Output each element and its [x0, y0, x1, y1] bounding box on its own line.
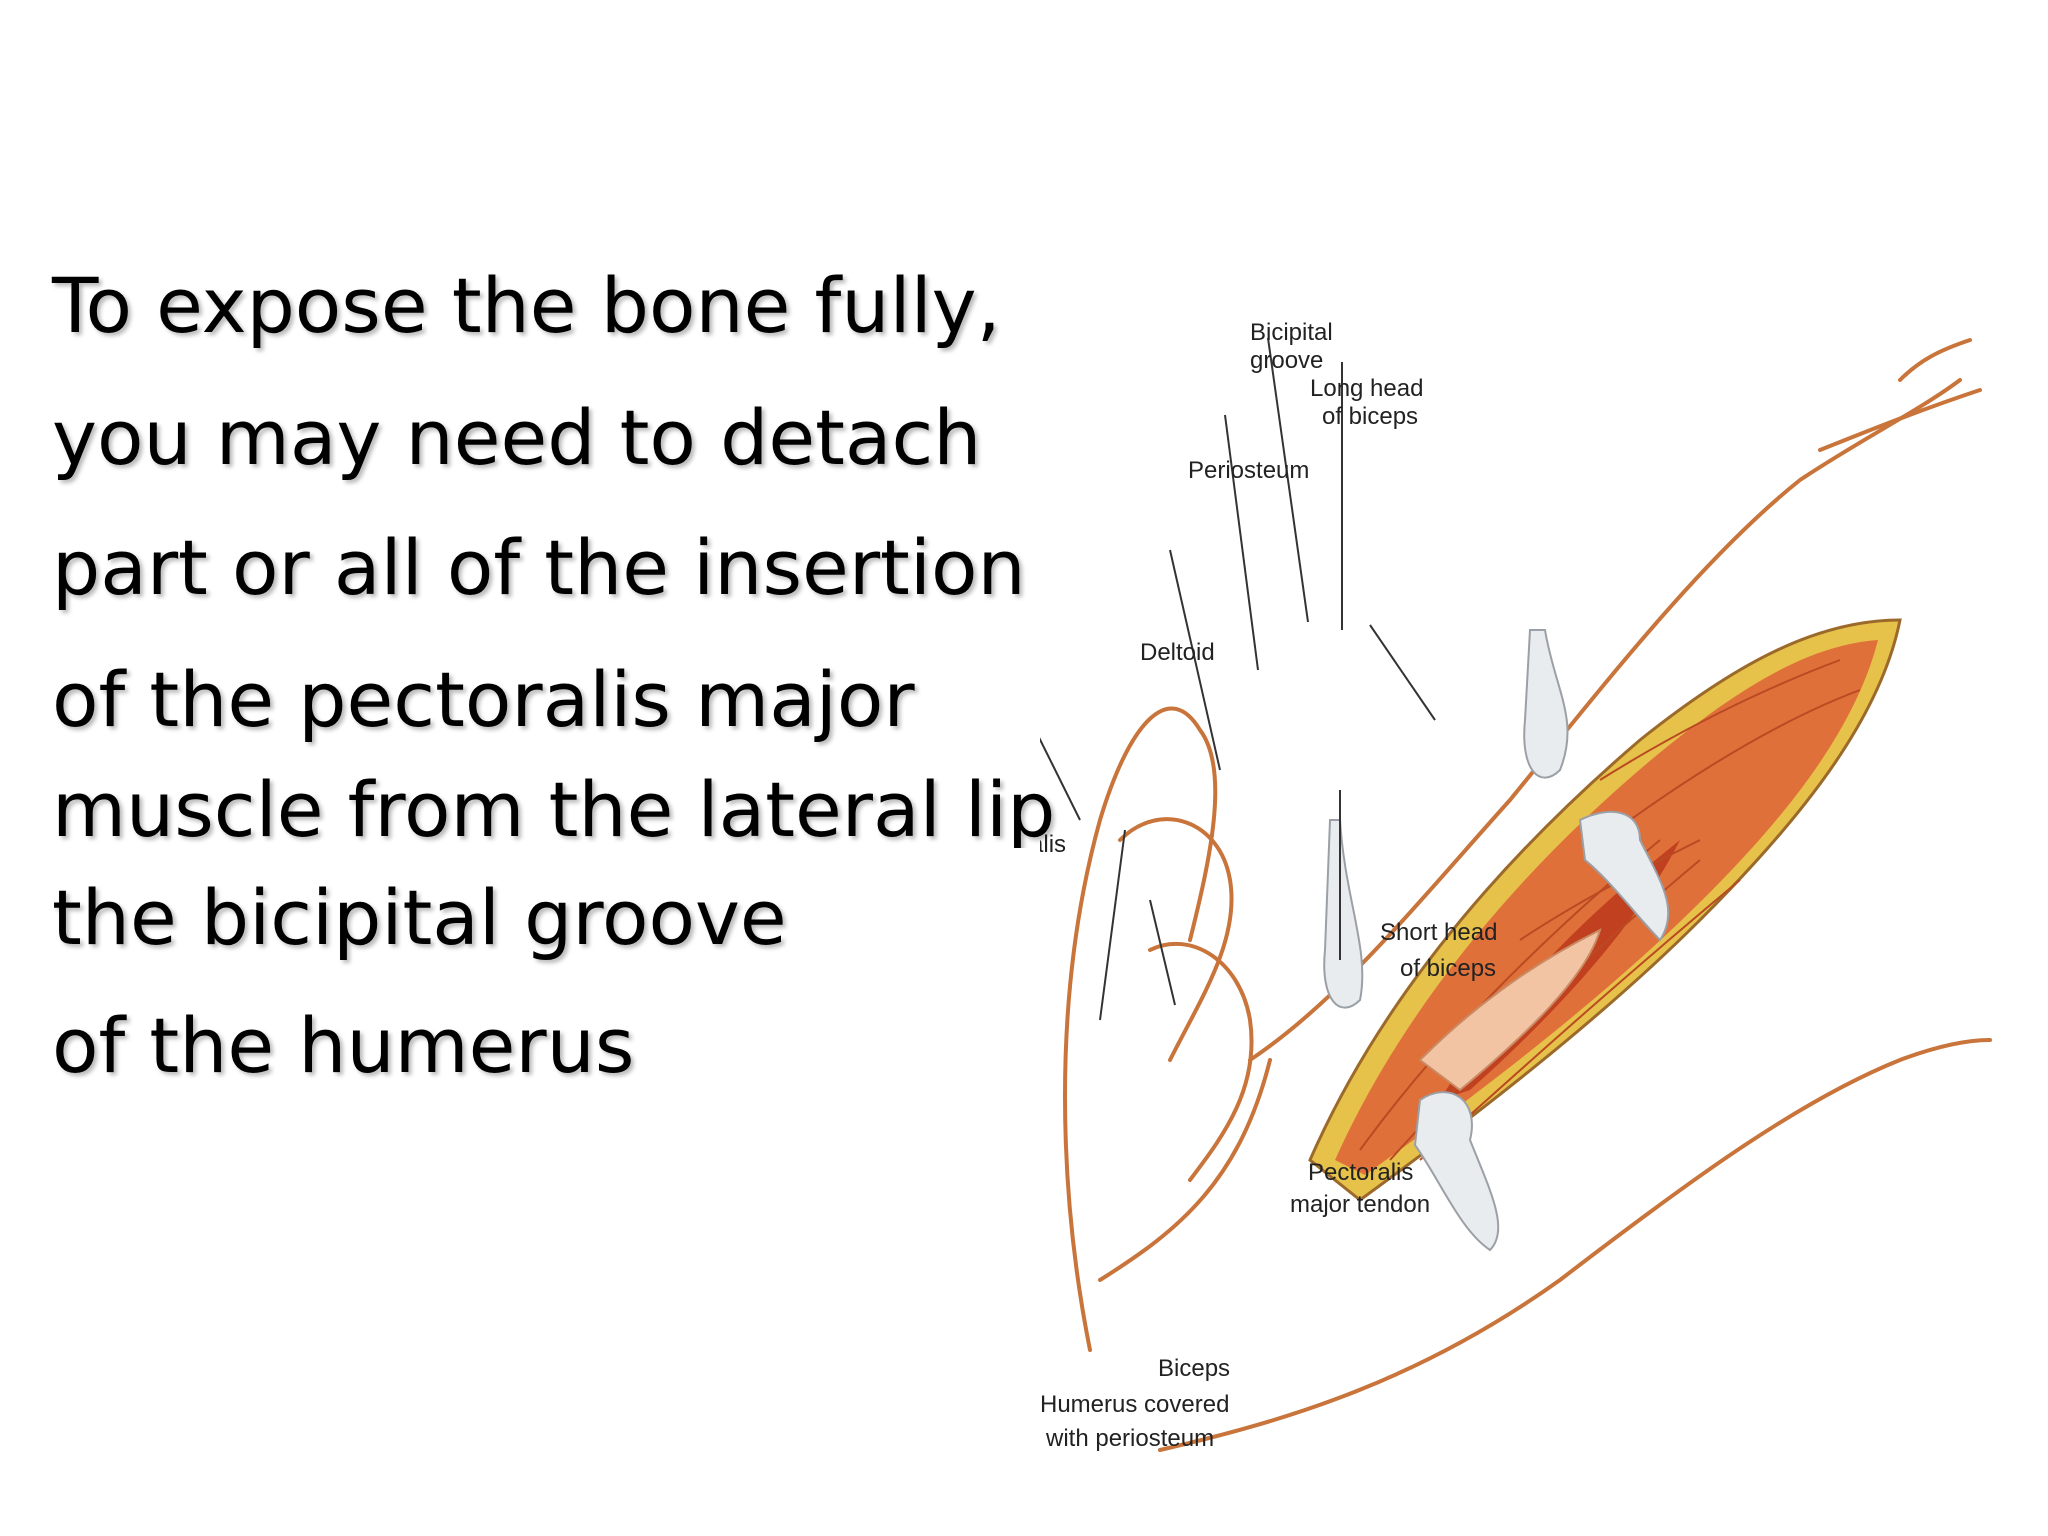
label-humerus-1: Humerus covered — [1040, 1391, 1229, 1418]
label-bicipital-groove-2: groove — [1250, 347, 1323, 374]
leader-lines — [1040, 337, 1436, 1021]
text-line-1: To expose the bone fully, — [52, 261, 1001, 350]
label-short-head-1: Short head — [1380, 919, 1497, 946]
text-line-3: part or all of the insertion — [52, 523, 1026, 612]
label-short-head-2: of biceps — [1400, 955, 1496, 982]
label-pectoralis-1: Pectoralis — [1308, 1159, 1413, 1186]
label-deltoid: Deltoid — [1140, 639, 1215, 666]
text-line-4: of the pectoralis major — [52, 655, 915, 744]
label-brachialis: Brachialis — [1040, 831, 1066, 858]
retractors — [1323, 629, 1670, 1252]
arm-skin-outline — [1063, 338, 1992, 1452]
label-humerus-2: with periosteum — [1045, 1425, 1214, 1452]
humerus-bone — [1418, 928, 1602, 1092]
label-long-head-1: Long head — [1310, 375, 1423, 402]
label-bicipital-groove-1: Bicipital — [1250, 319, 1333, 346]
anatomy-illustration: Bicipital groove Long head of biceps Per… — [1040, 300, 2000, 1500]
text-line-5: muscle from the lateral lip of — [52, 772, 1070, 848]
text-line-7: of the humerus — [52, 1001, 635, 1090]
label-long-head-2: of biceps — [1322, 403, 1418, 430]
text-line-2: you may need to detach — [52, 393, 982, 482]
text-line-6: the bicipital groove — [52, 873, 787, 962]
label-biceps: Biceps — [1158, 1355, 1230, 1382]
label-pectoralis-2: major tendon — [1290, 1191, 1430, 1218]
arm-dissection-drawing: Bicipital groove Long head of biceps Per… — [1040, 319, 1992, 1452]
label-periosteum: Periosteum — [1188, 457, 1309, 484]
